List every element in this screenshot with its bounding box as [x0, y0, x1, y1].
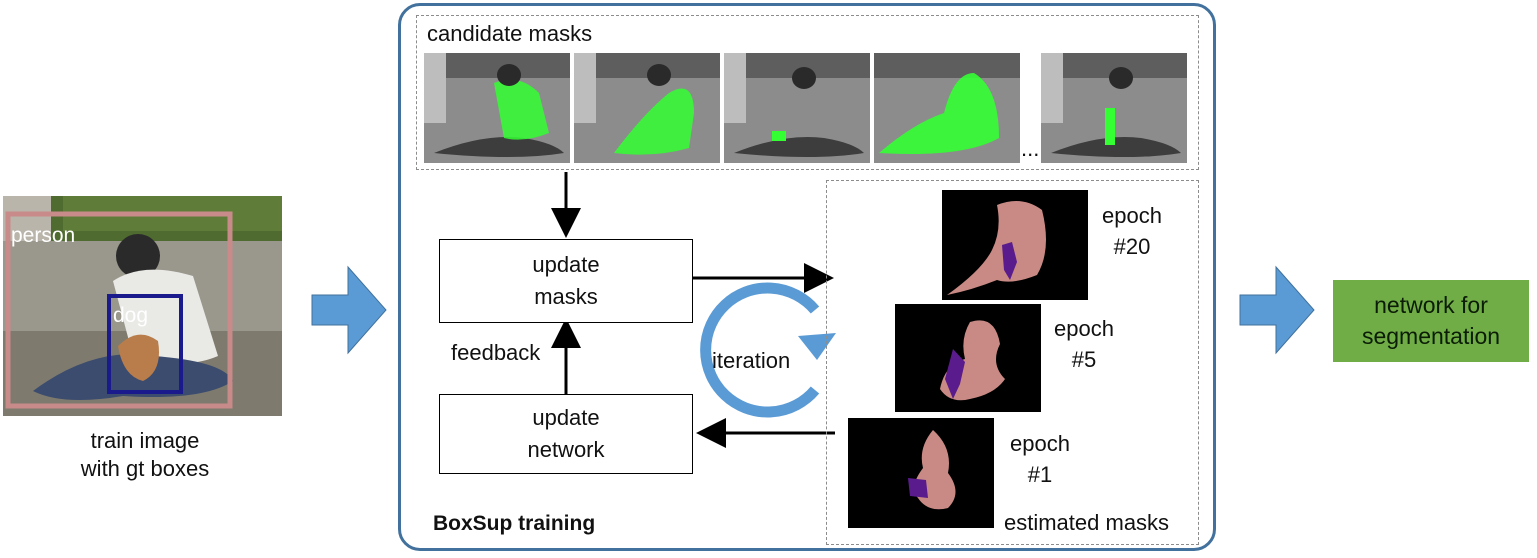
segmentation-network-line2: segmentation — [1361, 323, 1501, 349]
candidate-mask-thumb — [574, 53, 720, 163]
update-masks-line1: update — [532, 252, 600, 277]
person-gt-box — [5, 211, 233, 409]
iteration-label: iteration — [712, 348, 791, 373]
candidate-mask-thumb — [1041, 53, 1187, 163]
input-block-arrow — [311, 265, 387, 355]
candidate-masks-panel — [416, 15, 1199, 170]
epoch1-number: #1 — [1027, 462, 1053, 487]
boxsup-training-label: BoxSup training — [433, 512, 596, 535]
segmentation-network-line1: network for — [1374, 292, 1488, 318]
update-network-line2: network — [527, 437, 605, 462]
epoch1-word: epoch — [1010, 431, 1070, 456]
epoch20-word: epoch — [1102, 203, 1162, 228]
candidate-mask-thumb — [874, 53, 1020, 163]
estimated-mask-epoch5 — [895, 304, 1041, 412]
update-network-line1: update — [532, 405, 600, 430]
estimated-masks-label: estimated masks — [1004, 510, 1170, 535]
epoch5-word: epoch — [1054, 316, 1114, 341]
train-image: person dog — [3, 196, 282, 416]
candidate-masks-ellipsis: ... — [1021, 136, 1040, 161]
person-box-label: person — [11, 224, 76, 247]
boxsup-training-frame — [398, 3, 1216, 551]
feedback-label: feedback — [451, 340, 541, 365]
estimated-masks-panel — [826, 180, 1199, 545]
candidate-mask-thumb — [424, 53, 570, 163]
train-image-caption-line1: train image — [90, 428, 200, 453]
estimated-mask-epoch1 — [848, 418, 994, 528]
train-image-photo — [3, 196, 282, 416]
output-block-arrow — [1239, 265, 1315, 355]
epoch5-number: #5 — [1071, 347, 1097, 372]
train-image-caption-line2: with gt boxes — [80, 456, 210, 481]
candidate-mask-thumb — [724, 53, 870, 163]
dog-box-label: dog — [113, 304, 149, 327]
epoch20-number: #20 — [1113, 234, 1151, 259]
dog-gt-box — [107, 294, 183, 394]
update-masks-box: update masks — [439, 239, 693, 323]
estimated-mask-epoch20 — [942, 190, 1088, 300]
candidate-masks-title: candidate masks — [427, 21, 593, 46]
update-masks-line2: masks — [534, 284, 598, 309]
segmentation-network-box: network for segmentation — [1333, 280, 1529, 362]
update-network-box: update network — [439, 394, 693, 474]
iteration-cycle-icon — [700, 282, 820, 418]
